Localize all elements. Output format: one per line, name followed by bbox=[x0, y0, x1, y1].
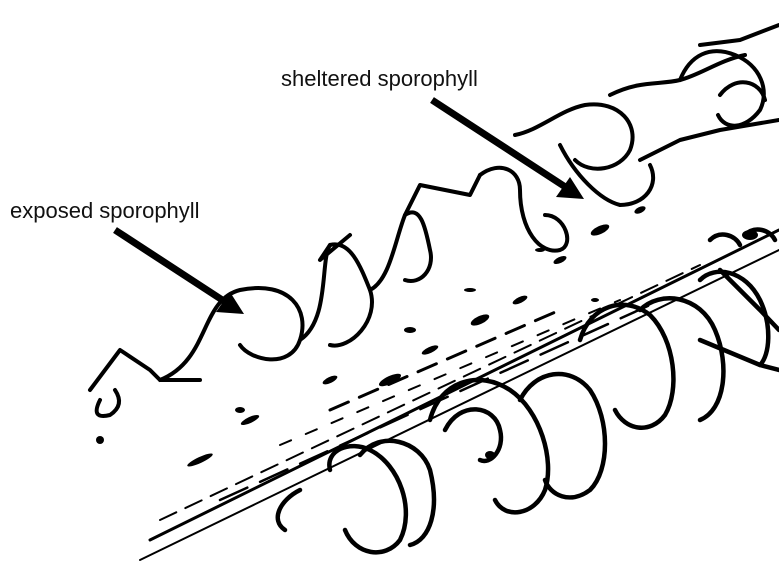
strobilus-axis bbox=[140, 230, 779, 560]
exposed-arrow bbox=[115, 230, 230, 305]
exposed-sporophyll-label: exposed sporophyll bbox=[10, 200, 200, 222]
arrowheads bbox=[216, 177, 584, 314]
sheltered-sporophyll-label: sheltered sporophyll bbox=[281, 68, 478, 90]
lower-sporophylls bbox=[278, 230, 779, 553]
sheltered-arrow bbox=[432, 100, 570, 190]
